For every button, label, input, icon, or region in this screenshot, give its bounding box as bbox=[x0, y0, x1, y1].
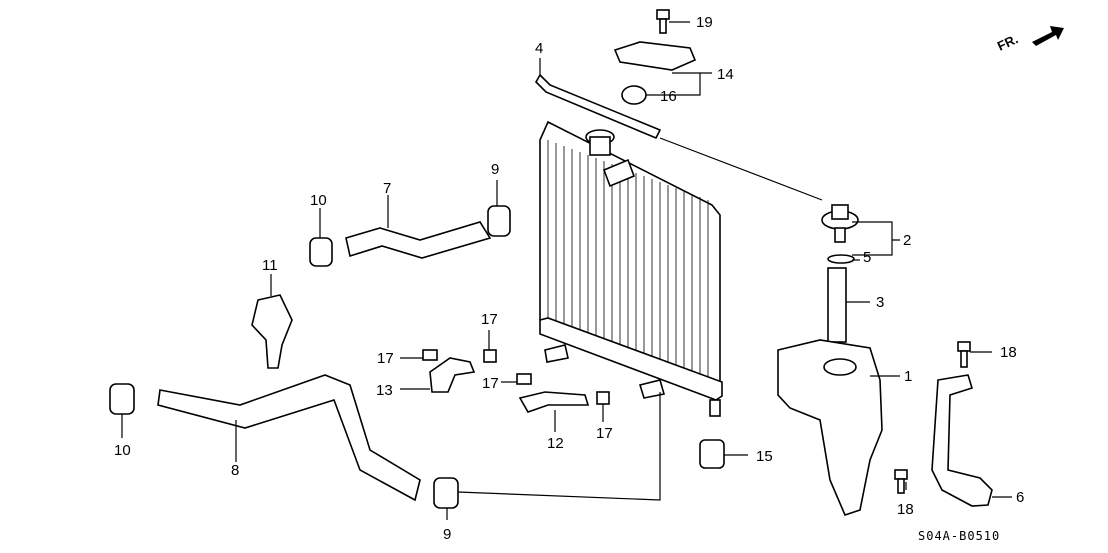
callout-17-a: 17 bbox=[377, 350, 394, 367]
callout-10-upper: 10 bbox=[310, 192, 327, 209]
callout-17-c: 17 bbox=[482, 375, 499, 392]
reserve-tank-filler bbox=[823, 358, 857, 376]
hose-clamp-9-upper bbox=[487, 205, 511, 237]
packing-washer bbox=[827, 254, 855, 264]
callout-7: 7 bbox=[383, 180, 391, 197]
radiator-core-fins bbox=[547, 140, 709, 378]
radiator-assembly bbox=[539, 120, 723, 417]
callout-10-lower: 10 bbox=[114, 442, 131, 459]
front-arrow-icon bbox=[1032, 26, 1064, 46]
diagram-code: S04A-B0510 bbox=[918, 529, 1000, 543]
callout-2: 2 bbox=[903, 232, 911, 249]
reserve-tank-cap-stem bbox=[834, 227, 846, 243]
upper-radiator-hose bbox=[345, 221, 492, 259]
callout-4: 4 bbox=[535, 40, 543, 57]
hose-clamp-10-upper bbox=[309, 237, 333, 267]
radiator-lower-tank bbox=[539, 317, 723, 401]
reserve-tank-cap-group bbox=[821, 204, 859, 343]
callout-1: 1 bbox=[904, 368, 912, 385]
overflow-tube bbox=[535, 73, 662, 140]
hose-clamp-holder bbox=[251, 294, 293, 369]
lower-outlet-pipe bbox=[544, 344, 569, 363]
callout-18-bottom: 18 bbox=[897, 501, 914, 518]
callout-6: 6 bbox=[1016, 489, 1024, 506]
callout-9-upper: 9 bbox=[491, 161, 499, 178]
overflow-tube-leader bbox=[659, 137, 823, 201]
lower-radiator-hose bbox=[157, 374, 421, 502]
callout-14: 14 bbox=[717, 66, 734, 83]
hose-clip-17-d bbox=[596, 391, 610, 405]
callout-15: 15 bbox=[756, 448, 773, 465]
callout-18-top: 18 bbox=[1000, 344, 1017, 361]
callout-9-lower: 9 bbox=[443, 526, 451, 543]
flange-bolt-19 bbox=[656, 9, 670, 34]
lower-cushion bbox=[699, 439, 725, 469]
atf-cooler-hose-12 bbox=[518, 391, 590, 413]
callout-3: 3 bbox=[876, 294, 884, 311]
callout-labels: 1 2 3 4 5 6 7 8 9 9 10 10 11 12 13 14 15… bbox=[114, 14, 1024, 543]
callout-8: 8 bbox=[231, 462, 239, 479]
fr-label: FR. bbox=[995, 31, 1020, 53]
flange-bolt-18-top bbox=[957, 341, 971, 368]
reserve-tank-cap-nipple bbox=[831, 204, 849, 220]
leader-lines bbox=[121, 21, 1012, 520]
callout-11: 11 bbox=[262, 257, 278, 274]
callout-17-d: 17 bbox=[596, 425, 613, 442]
callout-13: 13 bbox=[376, 382, 393, 399]
radiator-filler-neck bbox=[589, 136, 611, 156]
upper-inlet-pipe bbox=[602, 158, 636, 188]
radiator-drain-fitting bbox=[638, 379, 666, 399]
flange-bolt-18-bottom bbox=[894, 469, 908, 494]
hose-clamp-9-lower bbox=[433, 477, 459, 509]
reserve-tank-tube bbox=[827, 267, 847, 343]
hose-clip-17-b bbox=[483, 349, 497, 363]
hose-clip-17-a bbox=[422, 349, 438, 361]
upper-cushion bbox=[621, 85, 647, 105]
hose-clamp-10-lower bbox=[109, 383, 135, 415]
callout-19: 19 bbox=[696, 14, 713, 31]
reserve-tank bbox=[777, 339, 883, 516]
callout-17-b: 17 bbox=[481, 311, 498, 328]
radiator-lower-pin bbox=[709, 399, 721, 417]
callout-12: 12 bbox=[547, 435, 564, 452]
callout-16: 16 bbox=[660, 88, 677, 105]
radiator-upper-mount bbox=[613, 41, 697, 71]
callout-5: 5 bbox=[863, 249, 871, 266]
hose-clip-17-c bbox=[516, 373, 532, 385]
atf-cooler-hose-13 bbox=[429, 357, 476, 393]
front-direction-indicator: FR. bbox=[995, 26, 1064, 54]
reserve-tank-bracket bbox=[931, 374, 993, 507]
